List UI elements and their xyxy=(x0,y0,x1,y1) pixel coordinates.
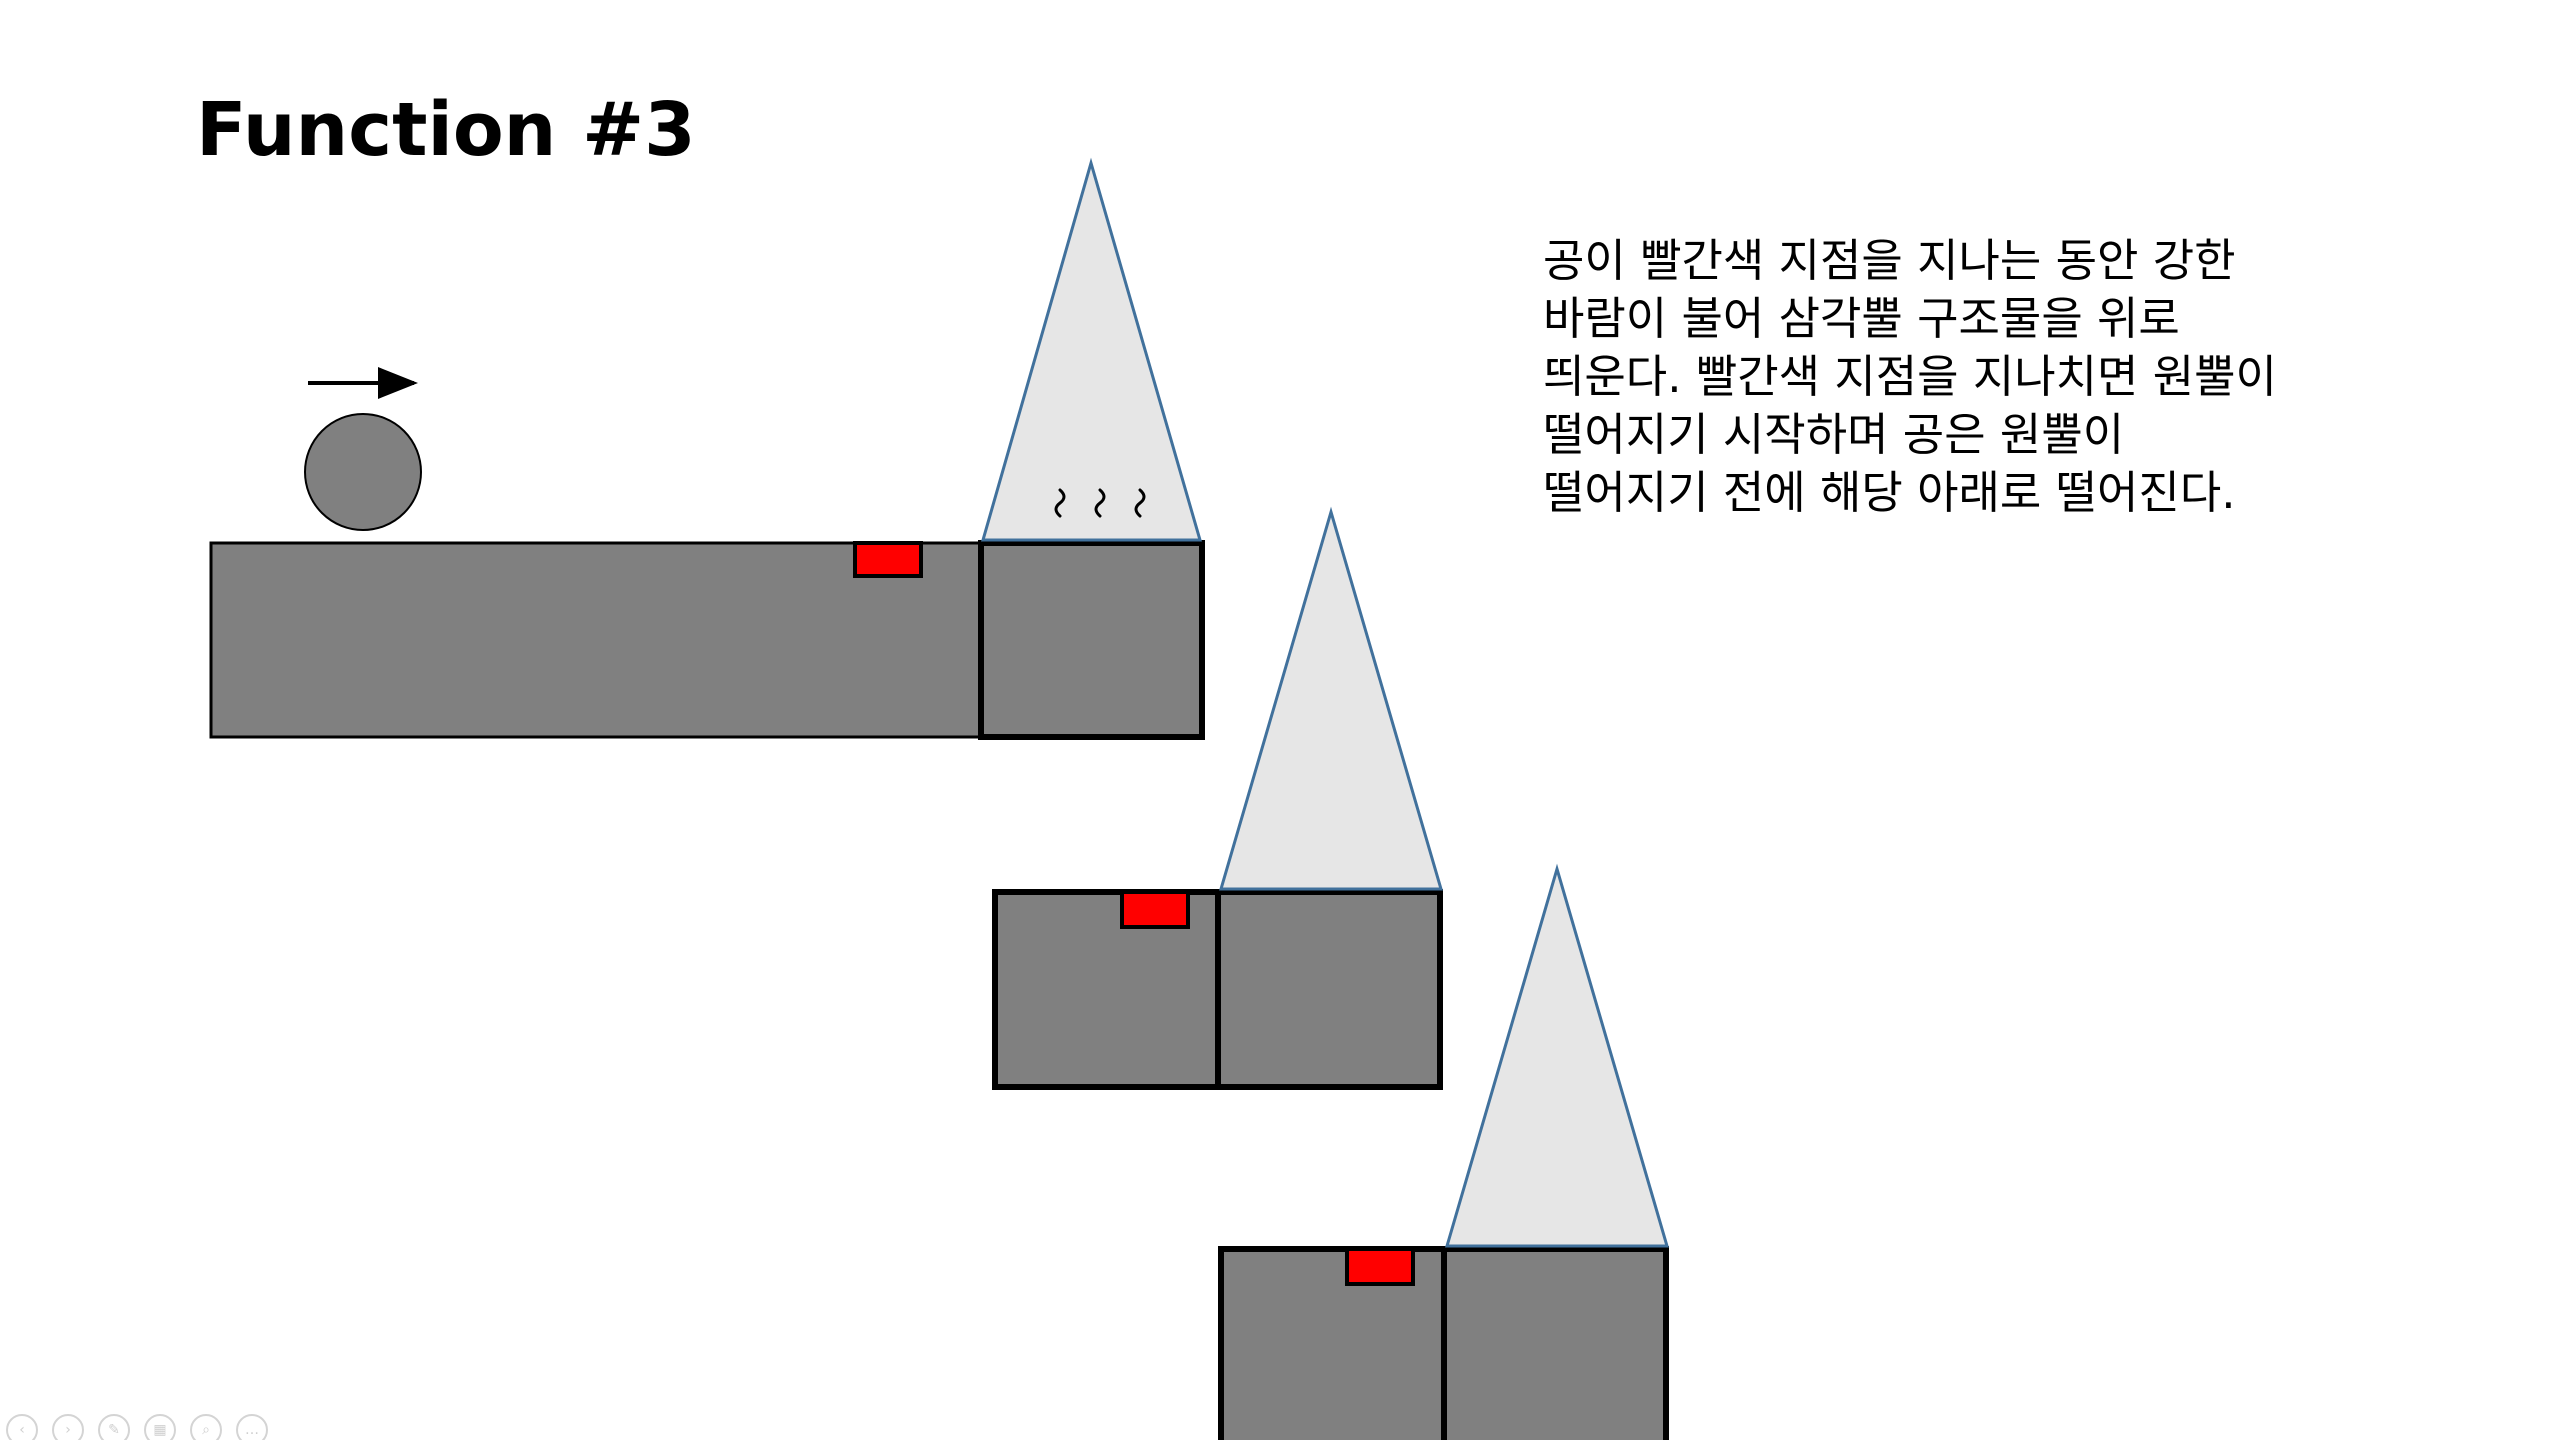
red-trigger-point xyxy=(853,541,923,578)
description-line-4: 떨어지기 시작하며 공은 원뿔이 xyxy=(1543,408,2125,461)
previous-slide-button[interactable]: ‹ xyxy=(6,1414,38,1440)
chevron-left-icon: ‹ xyxy=(19,1422,25,1438)
right-block xyxy=(1441,1246,1669,1440)
triangular-cone xyxy=(1444,863,1670,1248)
red-trigger-point xyxy=(1120,890,1190,929)
stage-2 xyxy=(992,506,1444,1090)
wind-wave-marks xyxy=(1054,488,1146,518)
more-options-button[interactable]: … xyxy=(236,1414,268,1440)
triangular-cone xyxy=(981,157,1202,542)
stage-1-track xyxy=(209,157,1205,740)
magnifier-icon: ⌕ xyxy=(202,1422,210,1438)
description-line-3: 띄운다. 빨간색 지점을 지나치면 원뿔이 xyxy=(1543,350,2277,403)
description-line-5: 떨어지기 전에 해당 아래로 떨어진다. xyxy=(1543,466,2236,519)
slide-sorter-button[interactable]: ▦ xyxy=(144,1414,176,1440)
pen-tool-button[interactable]: ✎ xyxy=(98,1414,130,1440)
slide-title: Function #3 xyxy=(196,87,696,173)
description-text: 공이 빨간색 지점을 지나는 동안 강한 바람이 불어 삼각뿔 구조물을 위로 … xyxy=(1543,232,2423,522)
right-block xyxy=(1215,889,1443,1090)
ellipsis-icon: … xyxy=(245,1422,259,1438)
description-line-1: 공이 빨간색 지점을 지나는 동안 강한 xyxy=(1543,234,2236,287)
triangular-cone xyxy=(1218,506,1444,891)
grid-icon: ▦ xyxy=(153,1422,167,1438)
red-trigger-point xyxy=(1345,1247,1415,1286)
zoom-button[interactable]: ⌕ xyxy=(190,1414,222,1440)
ball xyxy=(304,413,422,531)
stage-3 xyxy=(1218,863,1670,1440)
support-block xyxy=(978,540,1205,740)
slideshow-toolbar: ‹ › ✎ ▦ ⌕ … xyxy=(6,1414,268,1440)
next-slide-button[interactable]: › xyxy=(52,1414,84,1440)
chevron-right-icon: › xyxy=(65,1422,71,1438)
description-line-2: 바람이 불어 삼각뿔 구조물을 위로 xyxy=(1543,292,2180,345)
pen-icon: ✎ xyxy=(108,1422,120,1438)
long-ramp-block xyxy=(209,541,983,739)
